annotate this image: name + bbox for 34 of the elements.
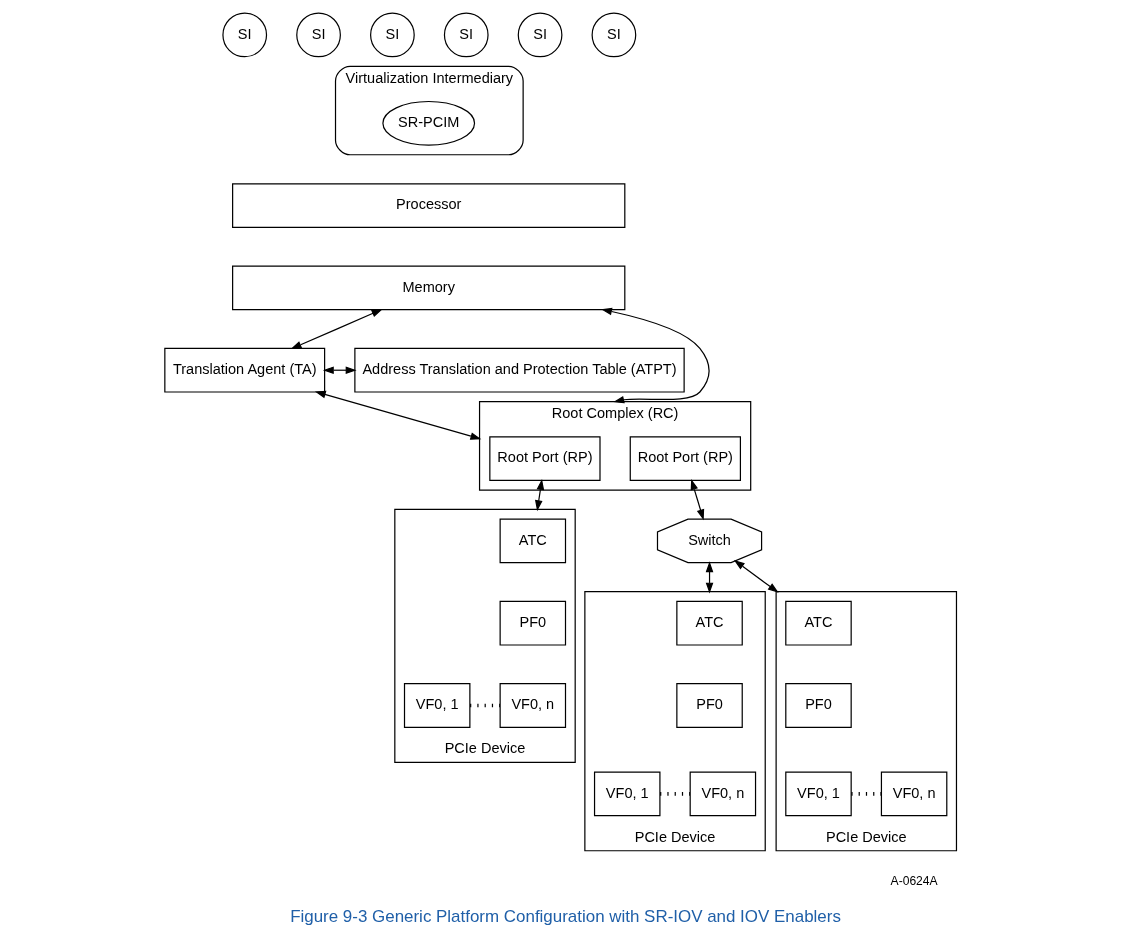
node-box: PF0	[676, 683, 743, 728]
node-box: VF0, 1	[785, 771, 852, 817]
node-box: ATC	[499, 518, 567, 564]
node-circle: SI	[591, 12, 637, 58]
node-ellipse: SR-PCIM	[382, 100, 476, 146]
node-box: VF0, n	[880, 771, 948, 817]
node-box: ATC	[785, 600, 852, 646]
node-box: VF0, n	[689, 771, 757, 817]
arrow	[535, 478, 545, 512]
node-circle: SI	[517, 12, 563, 58]
arrow	[690, 479, 705, 521]
node-box: Address Translation and Protection Table (ATPT)	[354, 347, 685, 393]
label: A-0624A	[890, 874, 938, 889]
node-box: Translation Agent (TA)	[164, 347, 326, 393]
arrow	[733, 559, 779, 593]
node-circle: SI	[443, 12, 489, 58]
node-box: Root Port (RP)	[489, 436, 601, 481]
node-box: Root Port (RP)	[629, 436, 741, 481]
connector	[470, 703, 500, 708]
node-box: VF0, n	[499, 683, 567, 728]
node-box: ATC	[676, 600, 743, 646]
node-circle: SI	[296, 12, 341, 58]
node-box: PF0	[499, 600, 567, 646]
node-box: VF0, 1	[593, 771, 661, 817]
node-circle: SI	[370, 12, 415, 58]
node-box: PF0	[785, 683, 852, 728]
node-circle: SI	[222, 12, 268, 58]
node-box: VF0, 1	[403, 683, 471, 728]
arrow	[601, 307, 710, 404]
arrow	[314, 390, 482, 440]
node-box: Memory	[232, 265, 626, 311]
node-box: Processor	[232, 183, 626, 228]
arrow	[290, 309, 383, 350]
caption: Figure 9-3 Generic Platform Configuration with SR-IOV and IOV Enablers	[290, 907, 841, 927]
